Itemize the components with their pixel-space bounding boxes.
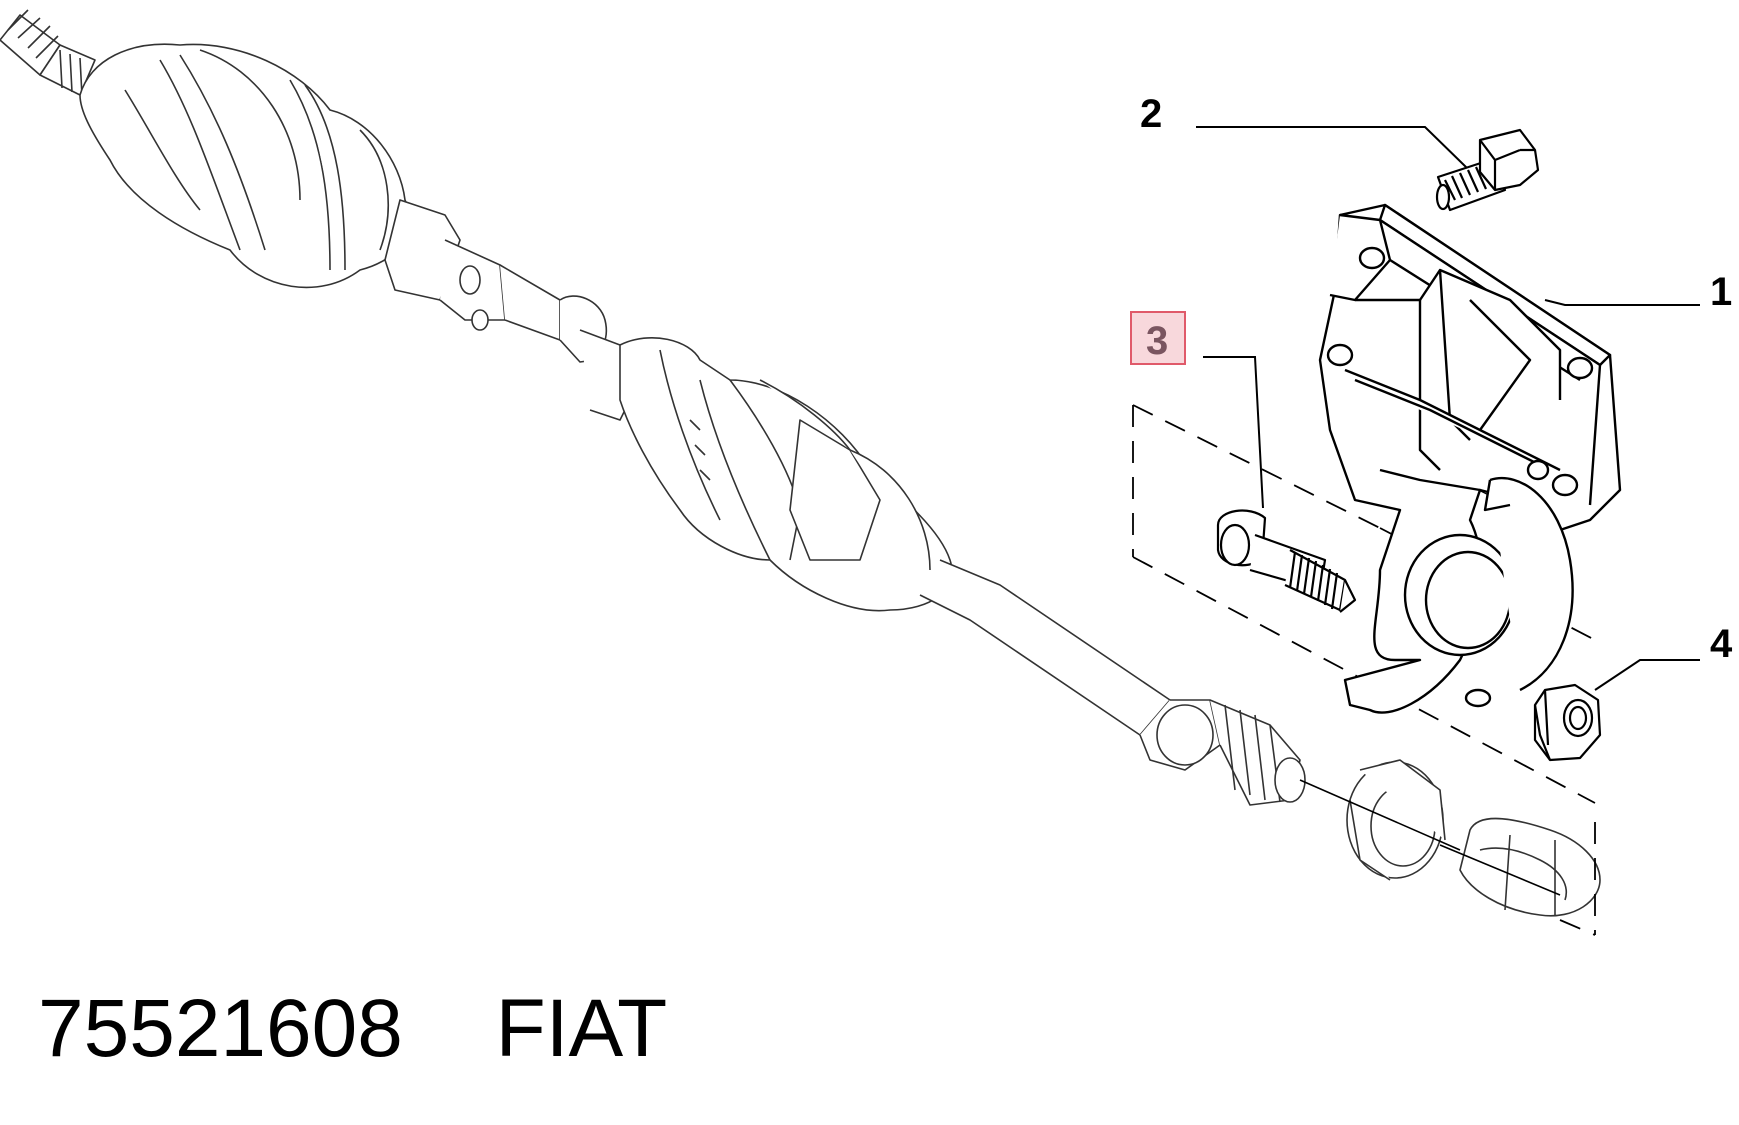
footer-caption: 75521608 FIAT: [38, 982, 667, 1076]
leader-line-1: [1544, 299, 1700, 306]
bushing-sleeve: [1459, 817, 1601, 917]
outer-cv-boot: [79, 43, 411, 289]
callout-3-highlight-box: [1130, 311, 1186, 365]
leader-line-3: [1203, 356, 1264, 509]
leader-line-2: [1196, 126, 1468, 169]
shaft-tube: [919, 559, 1306, 806]
hex-nut-part: [1533, 683, 1602, 762]
callout-3-label: 3: [1146, 319, 1168, 363]
inner-cv-joint: [619, 337, 953, 612]
callout-2-label: 2: [1140, 92, 1162, 136]
leader-line-4: [1594, 659, 1700, 691]
bearing-ring: [1346, 759, 1446, 881]
brand-name: FIAT: [495, 983, 668, 1074]
hex-bolt-part: [1435, 128, 1540, 212]
callout-4-label: 4: [1710, 622, 1733, 666]
long-bolt-part: [1216, 509, 1357, 613]
assembly-line: [1299, 779, 1561, 896]
callout-labels: 1 2 3 4: [1130, 92, 1733, 666]
callout-1-label: 1: [1710, 270, 1732, 314]
shaft-neck: [384, 199, 641, 421]
shaft-splined-end: [0, 9, 96, 97]
part-number: 75521608: [38, 983, 403, 1074]
leader-lines: [1196, 126, 1700, 691]
support-bracket-part: [1318, 203, 1622, 714]
drive-shaft: [0, 9, 1601, 917]
